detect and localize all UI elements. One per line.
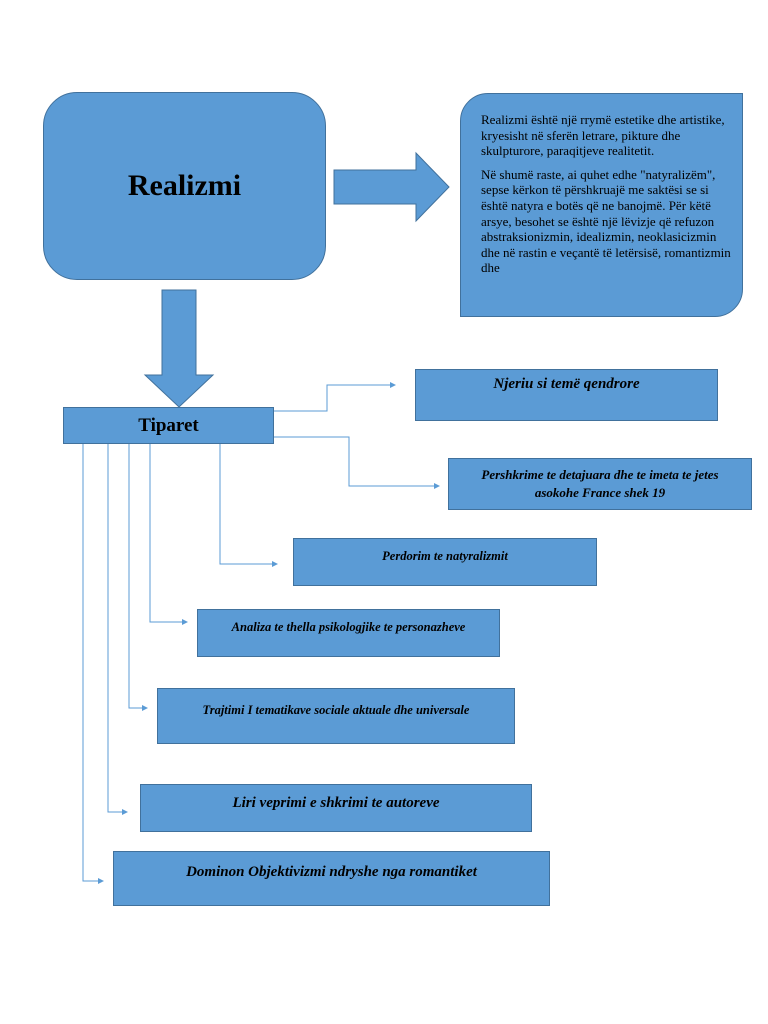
realizmi-title-box: Realizmi bbox=[43, 92, 326, 280]
arrowhead-3 bbox=[272, 561, 278, 567]
connector-4 bbox=[149, 444, 182, 623]
connector-2 bbox=[274, 436, 434, 487]
feature-text: Liri veprimi e shkrimi te autoreve bbox=[232, 795, 440, 811]
connector-1 bbox=[274, 384, 390, 412]
feature-box-7: Dominon Objektivizmi ndryshe nga romanti… bbox=[113, 851, 550, 906]
tiparet-box: Tiparet bbox=[63, 407, 274, 444]
right-block-arrow bbox=[333, 151, 450, 223]
connector-3 bbox=[219, 444, 272, 565]
feature-text: Pershkrime te detajuara dhe te imeta te … bbox=[481, 467, 719, 500]
feature-box-6: Liri veprimi e shkrimi te autoreve bbox=[140, 784, 532, 832]
arrowhead-7 bbox=[98, 878, 104, 884]
description-paragraph-2: Në shumë raste, ai quhet edhe "natyraliz… bbox=[481, 166, 731, 276]
arrowhead-6 bbox=[122, 809, 128, 815]
connector-6 bbox=[107, 444, 122, 813]
description-box: Realizmi është një rrymë estetike dhe ar… bbox=[460, 93, 743, 317]
feature-text: Dominon Objektivizmi ndryshe nga romanti… bbox=[186, 864, 477, 880]
feature-box-1: Njeriu si temë qendrore bbox=[415, 369, 718, 421]
down-block-arrow bbox=[143, 289, 215, 408]
arrowhead-4 bbox=[182, 619, 188, 625]
description-paragraph-1: Realizmi është një rrymë estetike dhe ar… bbox=[481, 112, 725, 159]
feature-box-3: Perdorim te natyralizmit bbox=[293, 538, 597, 586]
connector-5 bbox=[128, 444, 142, 709]
feature-text: Njeriu si temë qendrore bbox=[493, 376, 640, 392]
arrowhead-1 bbox=[390, 382, 396, 388]
feature-box-5: Trajtimi I tematikave sociale aktuale dh… bbox=[157, 688, 515, 744]
arrowhead-2 bbox=[434, 483, 440, 489]
arrowhead-5 bbox=[142, 705, 148, 711]
feature-text: Perdorim te natyralizmit bbox=[382, 549, 508, 563]
feature-box-2: Pershkrime te detajuara dhe te imeta te … bbox=[448, 458, 752, 510]
connector-7 bbox=[82, 444, 98, 882]
feature-text: Trajtimi I tematikave sociale aktuale dh… bbox=[202, 703, 470, 717]
main-title: Realizmi bbox=[127, 169, 242, 202]
features-title: Tiparet bbox=[138, 414, 199, 436]
feature-text: Analiza te thella psikologjike te person… bbox=[231, 620, 466, 634]
feature-box-4: Analiza te thella psikologjike te person… bbox=[197, 609, 500, 657]
